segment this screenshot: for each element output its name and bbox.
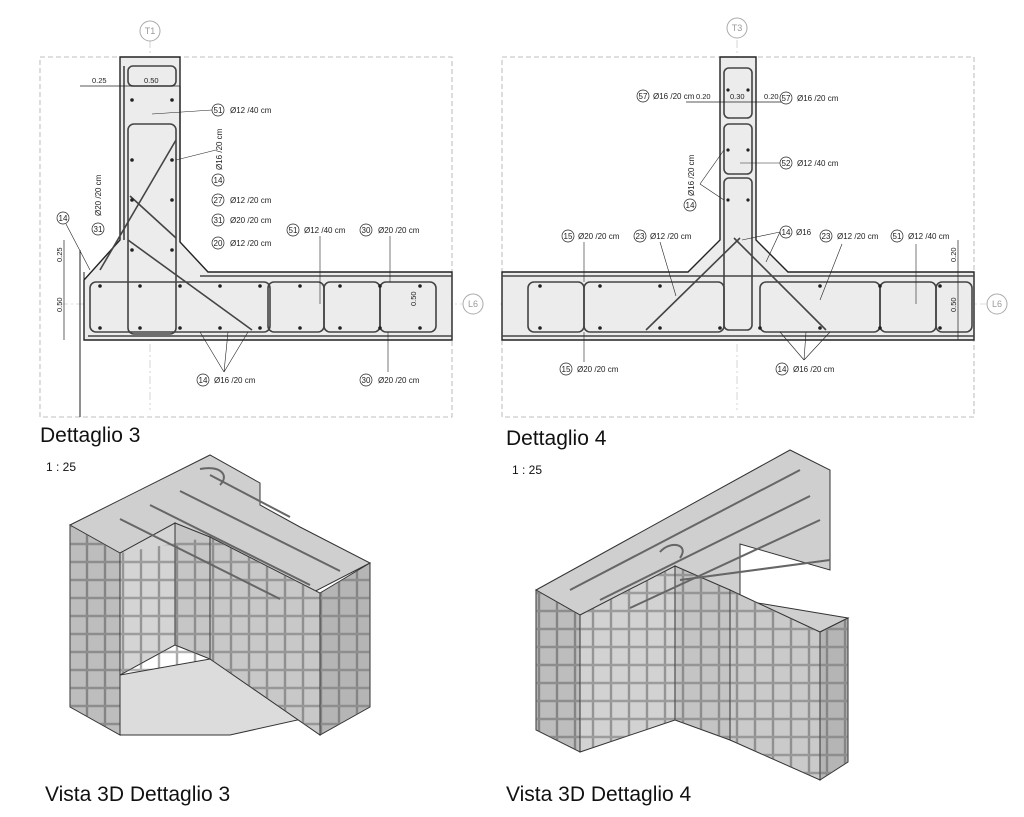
- dim-wall: 0.30: [730, 92, 745, 101]
- grid-label-right: L6: [992, 299, 1002, 309]
- callout: 51 Ø12 /40 cm: [286, 223, 346, 304]
- svg-text:14: 14: [778, 365, 787, 374]
- view3d-4-scale: 1 : 25: [512, 463, 543, 477]
- svg-text:Ø16 /20 cm: Ø16 /20 cm: [653, 92, 695, 101]
- svg-text:51: 51: [289, 226, 298, 235]
- callout: 14: [56, 211, 91, 271]
- callout: 57 Ø16 /20 cm: [779, 91, 839, 105]
- svg-text:Ø12 /20 cm: Ø12 /20 cm: [230, 239, 272, 248]
- callout: 31 Ø20 /20 cm: [211, 213, 272, 227]
- svg-text:Ø20 /20 cm: Ø20 /20 cm: [378, 226, 420, 235]
- view3d-4-title: Vista 3D Dettaglio 4: [506, 783, 692, 806]
- svg-text:14: 14: [199, 376, 208, 385]
- svg-text:Ø20 /20 cm: Ø20 /20 cm: [577, 365, 619, 374]
- svg-text:57: 57: [639, 92, 648, 101]
- svg-text:Ø16 /20 cm: Ø16 /20 cm: [797, 94, 839, 103]
- grid-label-top: T1: [145, 26, 156, 36]
- callout: 15 Ø20 /20 cm: [561, 229, 620, 282]
- svg-text:23: 23: [822, 232, 831, 241]
- detail3-section-drawing: T1 L6 0.25 0.50: [39, 20, 484, 418]
- dim-left: 0.20: [696, 92, 711, 101]
- dim-left: 0.25: [92, 76, 107, 85]
- svg-text:15: 15: [562, 365, 571, 374]
- svg-text:Ø12 /40 cm: Ø12 /40 cm: [797, 159, 839, 168]
- svg-text:Ø12 /20 cm: Ø12 /20 cm: [837, 232, 879, 241]
- svg-text:23: 23: [636, 232, 645, 241]
- svg-text:20: 20: [214, 239, 223, 248]
- svg-text:31: 31: [214, 216, 223, 225]
- svg-text:Ø20 /20 cm: Ø20 /20 cm: [578, 232, 620, 241]
- view3d-3-drawing: [69, 454, 372, 736]
- grid-label-right: L6: [468, 299, 478, 309]
- dim-slab: 0.50: [949, 297, 958, 312]
- callout: 31 Ø20 /20 cm: [91, 174, 105, 236]
- svg-text:Ø12 /40 cm: Ø12 /40 cm: [230, 106, 272, 115]
- callout: 51 Ø12 /40 cm: [151, 103, 272, 117]
- svg-text:Ø20 /20 cm: Ø20 /20 cm: [94, 174, 103, 216]
- svg-text:14: 14: [214, 176, 223, 185]
- svg-text:31: 31: [94, 225, 103, 234]
- svg-text:Ø16 /20 cm: Ø16 /20 cm: [214, 376, 256, 385]
- grid-label-top: T3: [732, 23, 743, 33]
- svg-text:57: 57: [782, 94, 791, 103]
- svg-text:52: 52: [782, 159, 791, 168]
- callout: 14 Ø16 /20 cm: [683, 149, 725, 212]
- callout: 23 Ø12 /20 cm: [633, 229, 692, 297]
- svg-text:Ø12 /40 cm: Ø12 /40 cm: [908, 232, 950, 241]
- dim-slab: 0.50: [55, 297, 64, 312]
- callout: 51 Ø12 /40 cm: [890, 229, 950, 304]
- svg-text:Ø20 /20 cm: Ø20 /20 cm: [378, 376, 420, 385]
- detail4-section-drawing: T3 L6 0.20 0.30 0.20 0.20 0.50 57: [500, 17, 1008, 418]
- svg-text:Ø12 /40 cm: Ø12 /40 cm: [304, 226, 346, 235]
- callout: 14 Ø16: [741, 225, 812, 263]
- dim-right: 0.20: [764, 92, 779, 101]
- callout: 23 Ø12 /20 cm: [819, 229, 879, 301]
- callout: 57 Ø16 /20 cm: [636, 89, 695, 103]
- callout: 27 Ø12 /20 cm: [211, 193, 272, 207]
- svg-text:14: 14: [782, 228, 791, 237]
- detail3-title: Dettaglio 3: [40, 424, 141, 447]
- grid-bubble-right: [986, 293, 1008, 315]
- svg-text:27: 27: [214, 196, 223, 205]
- grid-bubble-right: [462, 293, 484, 315]
- svg-text:Ø16: Ø16: [796, 228, 812, 237]
- svg-text:30: 30: [362, 376, 371, 385]
- svg-text:14: 14: [686, 201, 695, 210]
- callout: 14 Ø16 /20 cm: [775, 331, 835, 376]
- view3d-4-drawing: [534, 449, 850, 781]
- svg-text:Ø12 /20 cm: Ø12 /20 cm: [230, 196, 272, 205]
- callout: 14 Ø16 /20 cm: [196, 331, 256, 387]
- svg-text:51: 51: [893, 232, 902, 241]
- dim-slab-right: 0.50: [409, 291, 418, 306]
- grid-bubble-top: [726, 17, 748, 39]
- callout: 14 Ø16 /20 cm: [175, 128, 225, 187]
- svg-text:Ø16 /20 cm: Ø16 /20 cm: [687, 154, 696, 196]
- svg-text:51: 51: [214, 106, 223, 115]
- svg-text:Ø16 /20 cm: Ø16 /20 cm: [215, 128, 224, 170]
- svg-text:30: 30: [362, 226, 371, 235]
- callout: 52 Ø12 /40 cm: [740, 156, 839, 170]
- callout: 30 Ø20 /20 cm: [359, 332, 420, 387]
- concrete-section: [501, 56, 975, 341]
- svg-text:Ø12 /20 cm: Ø12 /20 cm: [650, 232, 692, 241]
- detail4-title: Dettaglio 4: [506, 427, 607, 450]
- svg-text:15: 15: [564, 232, 573, 241]
- callout: 15 Ø20 /20 cm: [559, 332, 619, 376]
- svg-text:Ø16 /20 cm: Ø16 /20 cm: [793, 365, 835, 374]
- svg-text:Ø20 /20 cm: Ø20 /20 cm: [230, 216, 272, 225]
- dim-slab-top: 0.20: [949, 247, 958, 262]
- grid-bubble-top: [139, 20, 161, 42]
- callout: 30 Ø20 /20 cm: [359, 223, 420, 282]
- dim-corner: 0.25: [55, 247, 64, 262]
- view3d-3-scale: 1 : 25: [46, 460, 77, 474]
- callout: 20 Ø12 /20 cm: [211, 236, 272, 250]
- dim-wall: 0.50: [144, 76, 159, 85]
- view3d-3-title: Vista 3D Dettaglio 3: [45, 783, 231, 806]
- svg-text:14: 14: [59, 214, 68, 223]
